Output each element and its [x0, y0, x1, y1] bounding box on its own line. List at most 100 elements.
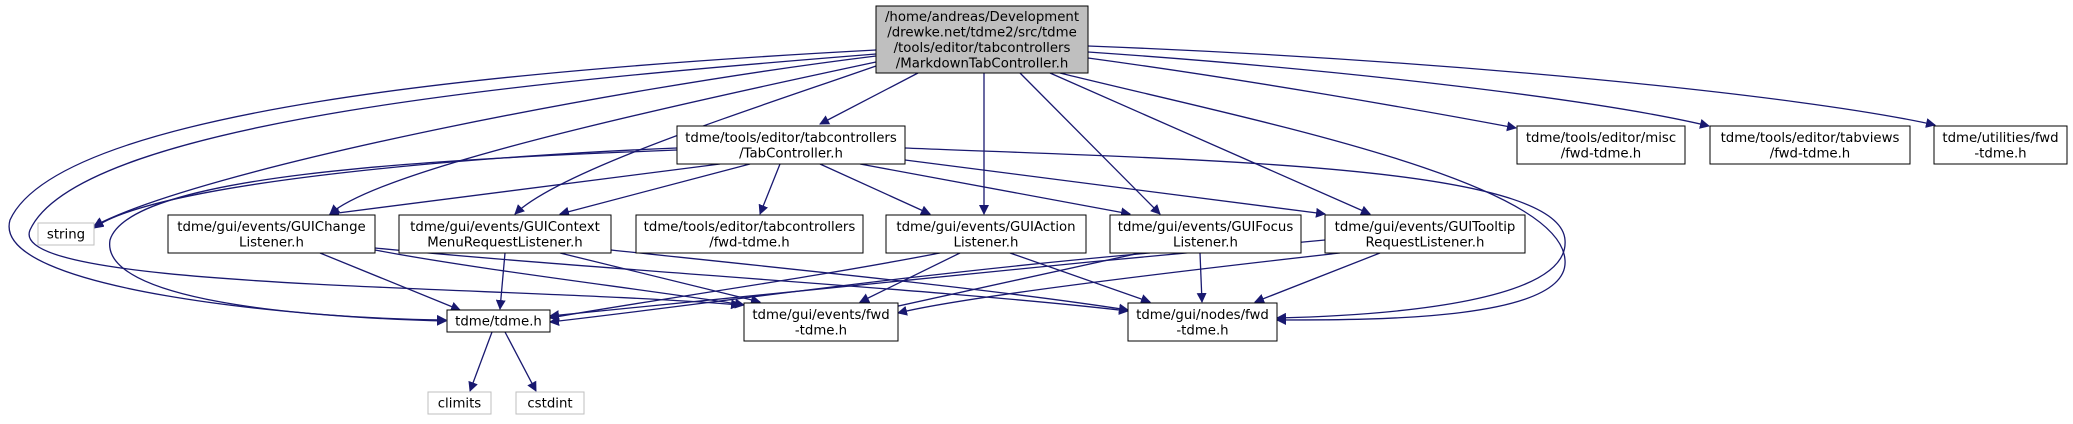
- edge-tc-string: [93, 147, 678, 229]
- node-label-line: tdme/gui/nodes/fwd: [1136, 308, 1269, 323]
- nodes-layer: /home/andreas/Development/drewke.net/tdm…: [37, 5, 2068, 415]
- node-box: [1127, 302, 1278, 342]
- node-tdme-h[interactable]: tdme/tdme.h: [446, 309, 551, 333]
- node-box: [398, 214, 612, 254]
- edge-guitooltip-nodes_fwd: [1254, 252, 1381, 304]
- edge-tc-guicontext: [559, 163, 751, 217]
- node-box: [1709, 125, 1911, 165]
- edge-tc-tabcontrollers_fwd: [758, 163, 781, 215]
- node-label-line: cstdint: [527, 397, 572, 412]
- node-box: [1516, 125, 1686, 165]
- node-box: [676, 125, 906, 165]
- edge-tc-guitooltip: [904, 159, 1326, 218]
- edge-tdme_h-climits: [468, 331, 493, 392]
- node-label-line: /MarkdownTabController.h: [896, 56, 1069, 71]
- edge-guiaction-nodes_fwd: [1009, 252, 1151, 304]
- edge-guichange-tdme_h: [319, 252, 461, 312]
- edge-root-utilities: [1087, 45, 1936, 128]
- node-label-line: Listener.h: [239, 235, 304, 250]
- node-box: [885, 214, 1087, 254]
- node-label-line: tdme/gui/events/GUIChange: [177, 220, 365, 235]
- node-label-line: climits: [438, 397, 482, 412]
- edge-tc-tdme_h: [109, 149, 678, 325]
- node-misc-fwd[interactable]: tdme/tools/editor/misc/fwd-tdme.h: [1516, 125, 1686, 165]
- node-guitooltip[interactable]: tdme/gui/events/GUITooltipRequestListene…: [1324, 214, 1526, 254]
- edge-tc-guichange: [329, 163, 721, 218]
- edge-guichange-nodes_fwd: [374, 247, 1129, 315]
- node-label-line: /home/andreas/Development: [885, 10, 1079, 25]
- node-label-line: /fwd-tdme.h: [709, 235, 789, 250]
- node-label-line: string: [47, 228, 85, 243]
- edge-guichange-events_fwd: [374, 249, 745, 309]
- node-label-line: Listener.h: [954, 235, 1019, 250]
- edge-tc-guifocus: [859, 163, 1131, 218]
- node-label-line: /drewke.net/tdme2/src/tdme: [887, 25, 1077, 40]
- node-label-line: tdme/gui/events/GUIContext: [410, 220, 600, 235]
- node-label-line: tdme/tools/editor/tabcontrollers: [644, 220, 856, 235]
- node-label-line: -tdme.h: [795, 323, 847, 338]
- node-box: [1933, 125, 2068, 165]
- node-box: [743, 302, 899, 342]
- node-box: [427, 391, 492, 415]
- edges-layer: [8, 45, 1936, 392]
- node-label-line: tdme/tdme.h: [455, 315, 542, 330]
- node-label-line: /TabController.h: [739, 146, 843, 161]
- edge-tc-nodes_fwd: [904, 147, 1566, 323]
- node-label-line: tdme/gui/events/GUIAction: [896, 220, 1075, 235]
- edge-root-guicontext: [514, 65, 877, 215]
- node-label-line: /tools/editor/tabcontrollers: [894, 41, 1071, 56]
- edge-root-tabcontroller: [819, 72, 919, 125]
- node-label-line: tdme/gui/events/fwd: [752, 308, 889, 323]
- node-label-line: tdme/tools/editor/tabviews: [1721, 131, 1900, 146]
- node-label-line: tdme/gui/events/GUIFocus: [1118, 220, 1294, 235]
- edge-root-string: [93, 55, 877, 227]
- edge-guifocus-nodes_fwd: [1196, 252, 1207, 303]
- node-tabcontrollers-fwd[interactable]: tdme/tools/editor/tabcontrollers/fwd-tdm…: [635, 214, 864, 254]
- node-label-line: tdme/gui/events/GUITooltip: [1335, 220, 1516, 235]
- node-root[interactable]: /home/andreas/Development/drewke.net/tdm…: [875, 5, 1089, 74]
- edge-guifocus-events_fwd: [879, 252, 1141, 313]
- node-label-line: tdme/tools/editor/tabcontrollers: [685, 131, 897, 146]
- node-box: [515, 391, 585, 415]
- node-label-line: tdme/tools/editor/misc: [1526, 131, 1676, 146]
- node-climits: climits: [427, 391, 492, 415]
- edge-root-misc: [1087, 57, 1517, 132]
- edge-guiaction-tdme_h: [549, 252, 941, 322]
- node-guicontext[interactable]: tdme/gui/events/GUIContextMenuRequestLis…: [398, 214, 612, 254]
- node-label-line: /fwd-tdme.h: [1770, 146, 1850, 161]
- node-tabcontroller[interactable]: tdme/tools/editor/tabcontrollers/TabCont…: [676, 125, 906, 165]
- node-label-line: -tdme.h: [1974, 146, 2026, 161]
- node-cstdint: cstdint: [515, 391, 585, 415]
- node-label-line: MenuRequestListener.h: [427, 235, 582, 250]
- edge-root-nodes_fwd: [1059, 72, 1566, 325]
- node-label-line: Listener.h: [1173, 235, 1238, 250]
- edge-root-events_fwd: [28, 53, 877, 310]
- edge-guitooltip-events_fwd: [897, 252, 1341, 316]
- edge-root-guifocus: [1019, 72, 1161, 215]
- node-string: string: [37, 222, 95, 246]
- edge-guicontext-events_fwd: [559, 252, 761, 305]
- node-label-line: /fwd-tdme.h: [1561, 146, 1641, 161]
- node-box: [167, 214, 376, 254]
- edge-tdme_h-cstdint: [504, 331, 537, 392]
- node-tabviews-fwd[interactable]: tdme/tools/editor/tabviews/fwd-tdme.h: [1709, 125, 1911, 165]
- node-events-fwd[interactable]: tdme/gui/events/fwd-tdme.h: [743, 302, 899, 342]
- node-box: [635, 214, 864, 254]
- node-label-line: tdme/utilities/fwd: [1942, 131, 2058, 146]
- node-label-line: -tdme.h: [1176, 323, 1228, 338]
- node-box: [446, 309, 551, 333]
- edge-root-guichange: [329, 61, 877, 215]
- edge-tc-guiaction: [819, 163, 931, 215]
- node-label-line: RequestListener.h: [1366, 235, 1485, 250]
- edge-root-guitooltip: [1049, 72, 1371, 215]
- node-box: [1324, 214, 1526, 254]
- node-nodes-fwd[interactable]: tdme/gui/nodes/fwd-tdme.h: [1127, 302, 1278, 342]
- edge-guicontext-tdme_h: [495, 252, 506, 310]
- node-box: [1109, 214, 1302, 254]
- node-utilities-fwd[interactable]: tdme/utilities/fwd-tdme.h: [1933, 125, 2068, 165]
- edge-root-tabviews: [1087, 51, 1710, 129]
